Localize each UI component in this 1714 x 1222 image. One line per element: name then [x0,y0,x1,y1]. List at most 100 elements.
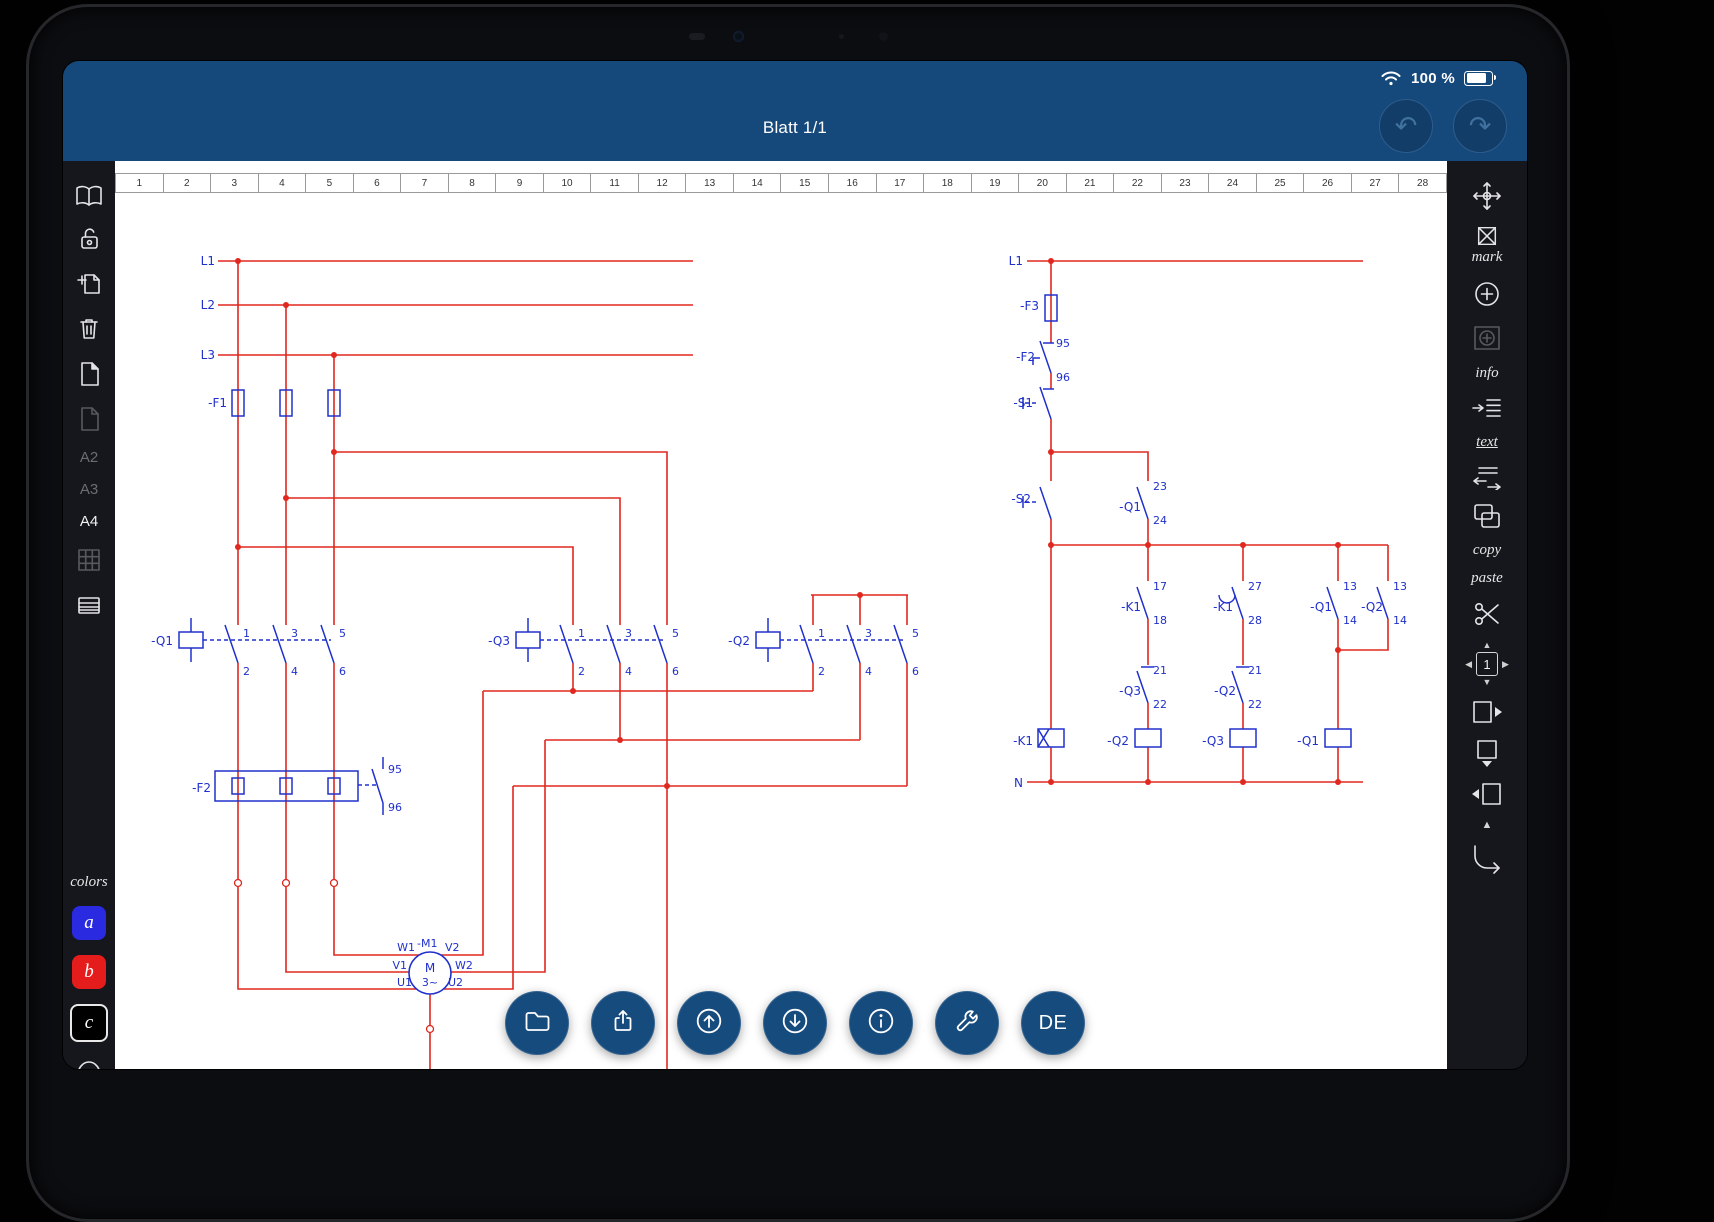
mark-tool-button[interactable]: mark [1472,224,1502,266]
current-page-number: 1 [1476,652,1498,676]
svg-text:-Q2: -Q2 [1107,734,1129,748]
svg-text:-M1: -M1 [417,937,437,950]
ruler-cell: 17 [877,174,925,192]
svg-text:3~: 3~ [422,976,438,989]
open-file-button[interactable] [505,991,569,1055]
redo-button[interactable]: ↷ [1453,99,1507,153]
svg-text:28: 28 [1248,614,1262,627]
stepper-down-icon[interactable]: ▼ [1482,677,1492,687]
move-text-button[interactable] [1470,462,1504,490]
settings-button[interactable] [935,991,999,1055]
paste-button[interactable]: paste [1471,570,1503,586]
insert-line-button[interactable] [1470,393,1504,423]
svg-text:21: 21 [1153,664,1167,677]
trash-button[interactable] [74,314,104,344]
svg-text:22: 22 [1153,698,1167,711]
svg-text:-Q3: -Q3 [1119,684,1141,698]
svg-text:3: 3 [865,627,872,640]
svg-text:-K1: -K1 [1013,734,1033,748]
color-a-button[interactable]: a [72,906,106,940]
zoom-window-button[interactable] [1470,322,1504,354]
svg-text:-F2: -F2 [192,781,211,795]
ruler-cell: 9 [496,174,544,192]
paper-size-a4-button[interactable]: A4 [79,513,99,530]
add-page-button[interactable] [74,269,104,299]
copy-page-button[interactable] [74,359,104,389]
download-button[interactable] [763,991,827,1055]
symbol-library-button[interactable] [74,183,104,209]
unlock-button[interactable] [74,224,104,254]
ruler-cell: 19 [972,174,1020,192]
svg-text:95: 95 [1056,337,1070,350]
arrow-up-circle-icon [695,1007,723,1040]
stepper-up-icon[interactable]: ▲ [1482,640,1492,650]
color-b-button[interactable]: b [72,955,106,989]
info-tool-button[interactable]: info [1475,365,1499,381]
upload-button[interactable] [677,991,741,1055]
ruler-cell: 6 [354,174,402,192]
grid-button[interactable] [74,545,104,575]
move-tool-button[interactable] [1470,179,1504,213]
svg-text:5: 5 [339,627,346,640]
undo-icon: ↶ [1394,110,1418,141]
svg-text:18: 18 [1153,614,1167,627]
next-sheet-button[interactable] [1470,698,1504,726]
svg-text:-F2: -F2 [1016,350,1035,364]
svg-text:-Q1: -Q1 [1310,600,1332,614]
svg-text:2: 2 [818,665,825,678]
title-bar: 100 % Blatt 1/1 ↶ ↷ [63,61,1527,161]
scroll-up-button[interactable]: ▲ [1481,819,1493,831]
svg-text:13: 13 [1343,580,1357,593]
svg-text:V2: V2 [445,941,460,954]
color-c-button[interactable]: c [70,1004,108,1042]
svg-text:L2: L2 [201,298,215,312]
status-bar: 100 % [1380,69,1496,87]
battery-icon [1464,70,1496,86]
ruler-cell: 10 [544,174,592,192]
info-button[interactable] [849,991,913,1055]
eraser-button[interactable] [74,1057,104,1069]
svg-text:-Q2: -Q2 [728,634,750,648]
svg-text:U1: U1 [397,976,412,989]
stepper-right-icon[interactable]: ▶ [1502,658,1509,669]
svg-text:L3: L3 [201,348,215,362]
svg-text:-F1: -F1 [208,396,227,410]
right-toolbar: mark info text copy [1447,161,1527,1069]
svg-text:W2: W2 [455,959,473,972]
svg-text:3: 3 [291,627,298,640]
table-rows-button[interactable] [74,590,104,620]
ruler-cell: 13 [686,174,734,192]
page-stepper[interactable]: ▲ ◀ 1 ▶ ▼ [1465,641,1509,687]
undo-button[interactable]: ↶ [1379,99,1433,153]
zoom-in-button[interactable] [1470,277,1504,311]
svg-text:14: 14 [1393,614,1407,627]
paper-size-a3-button[interactable]: A3 [79,481,99,498]
wrench-icon [953,1007,981,1040]
svg-text:4: 4 [865,665,872,678]
duplicate-page-button[interactable] [1470,501,1504,531]
ruler-cell: 4 [259,174,307,192]
svg-text:U2: U2 [448,976,463,989]
svg-text:24: 24 [1153,514,1167,527]
paper-size-a2-button[interactable]: A2 [79,449,99,466]
text-tool-button[interactable]: text [1476,434,1498,450]
language-label: DE [1038,1011,1068,1034]
prev-sheet-button[interactable] [1470,780,1504,808]
svg-text:-Q3: -Q3 [1202,734,1224,748]
copy-button[interactable]: copy [1472,542,1502,558]
battery-percentage: 100 % [1410,69,1455,87]
stepper-left-icon[interactable]: ◀ [1465,658,1472,669]
page-template-button[interactable] [74,404,104,434]
sensor-pill [689,33,705,40]
share-icon [609,1007,637,1040]
svg-text:27: 27 [1248,580,1262,593]
rotate-corner-button[interactable] [1470,842,1504,876]
svg-text:N: N [1014,776,1023,790]
share-button[interactable] [591,991,655,1055]
sheet-down-button[interactable] [1472,737,1502,769]
bottom-action-bar: DE [505,991,1085,1055]
language-button[interactable]: DE [1021,991,1085,1055]
cut-button[interactable] [1471,598,1503,630]
svg-text:6: 6 [672,665,679,678]
